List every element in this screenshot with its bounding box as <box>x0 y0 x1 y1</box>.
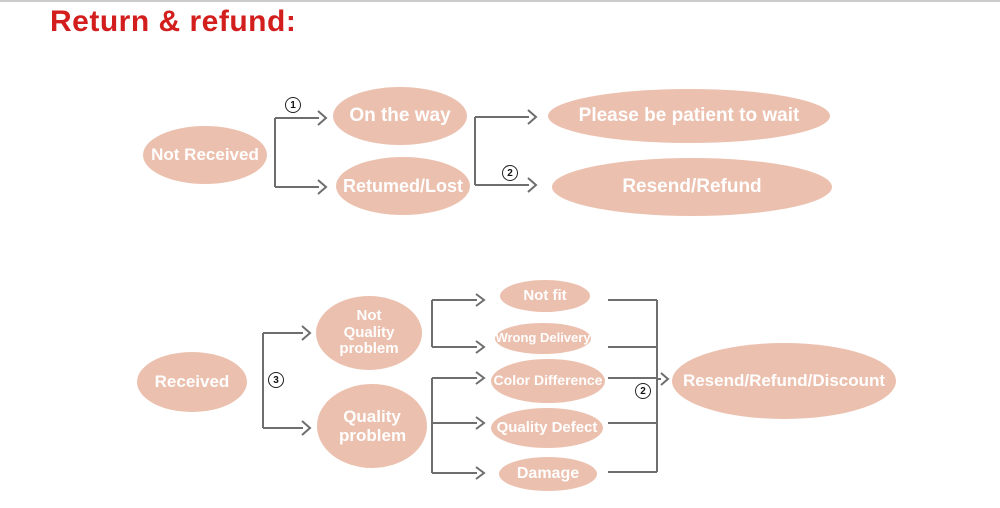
node-not-received: Not Received <box>143 126 267 184</box>
node-label: Received <box>154 372 230 392</box>
node-quality-defect: Quality Defect <box>491 408 603 448</box>
node-not-quality-problem: Not Quality problem <box>316 296 422 370</box>
node-on-the-way: On the way <box>333 87 467 145</box>
node-resend-refund-discount: Resend/Refund/Discount <box>672 343 896 419</box>
step-1-badge: 1 <box>285 97 301 113</box>
step-3-badge: 3 <box>268 372 284 388</box>
node-label: Not fit <box>523 286 567 304</box>
node-damage: Damage <box>499 457 597 491</box>
node-label: Not Received <box>151 145 259 165</box>
node-resend-refund: Resend/Refund <box>552 158 832 216</box>
node-quality-problem: Quality problem <box>317 384 427 468</box>
node-label: Quality Defect <box>496 418 598 436</box>
node-returned-lost: Retumed/Lost <box>336 157 470 215</box>
node-label: Not Quality problem <box>339 306 399 358</box>
step-2-badge-bottom: 2 <box>635 383 651 399</box>
node-label: Damage <box>516 465 580 483</box>
node-label: Resend/Refund <box>622 176 762 198</box>
node-label: On the way <box>349 105 451 127</box>
node-label: Wrong Delivery <box>495 330 591 346</box>
node-label: Quality problem <box>339 406 407 445</box>
node-wrong-delivery: Wrong Delivery <box>495 323 591 354</box>
step-2-badge-top: 2 <box>502 165 518 181</box>
node-please-be-patient: Please be patient to wait <box>548 89 830 143</box>
top-border-line <box>0 0 1000 2</box>
page-title: Return & refund: <box>50 5 297 38</box>
node-received: Received <box>137 352 247 412</box>
node-label: Color Difference <box>493 372 603 389</box>
node-label: Retumed/Lost <box>342 175 463 196</box>
node-label: Please be patient to wait <box>578 105 800 127</box>
node-color-difference: Color Difference <box>491 359 605 403</box>
node-not-fit: Not fit <box>500 280 590 312</box>
node-label: Resend/Refund/Discount <box>682 371 886 391</box>
